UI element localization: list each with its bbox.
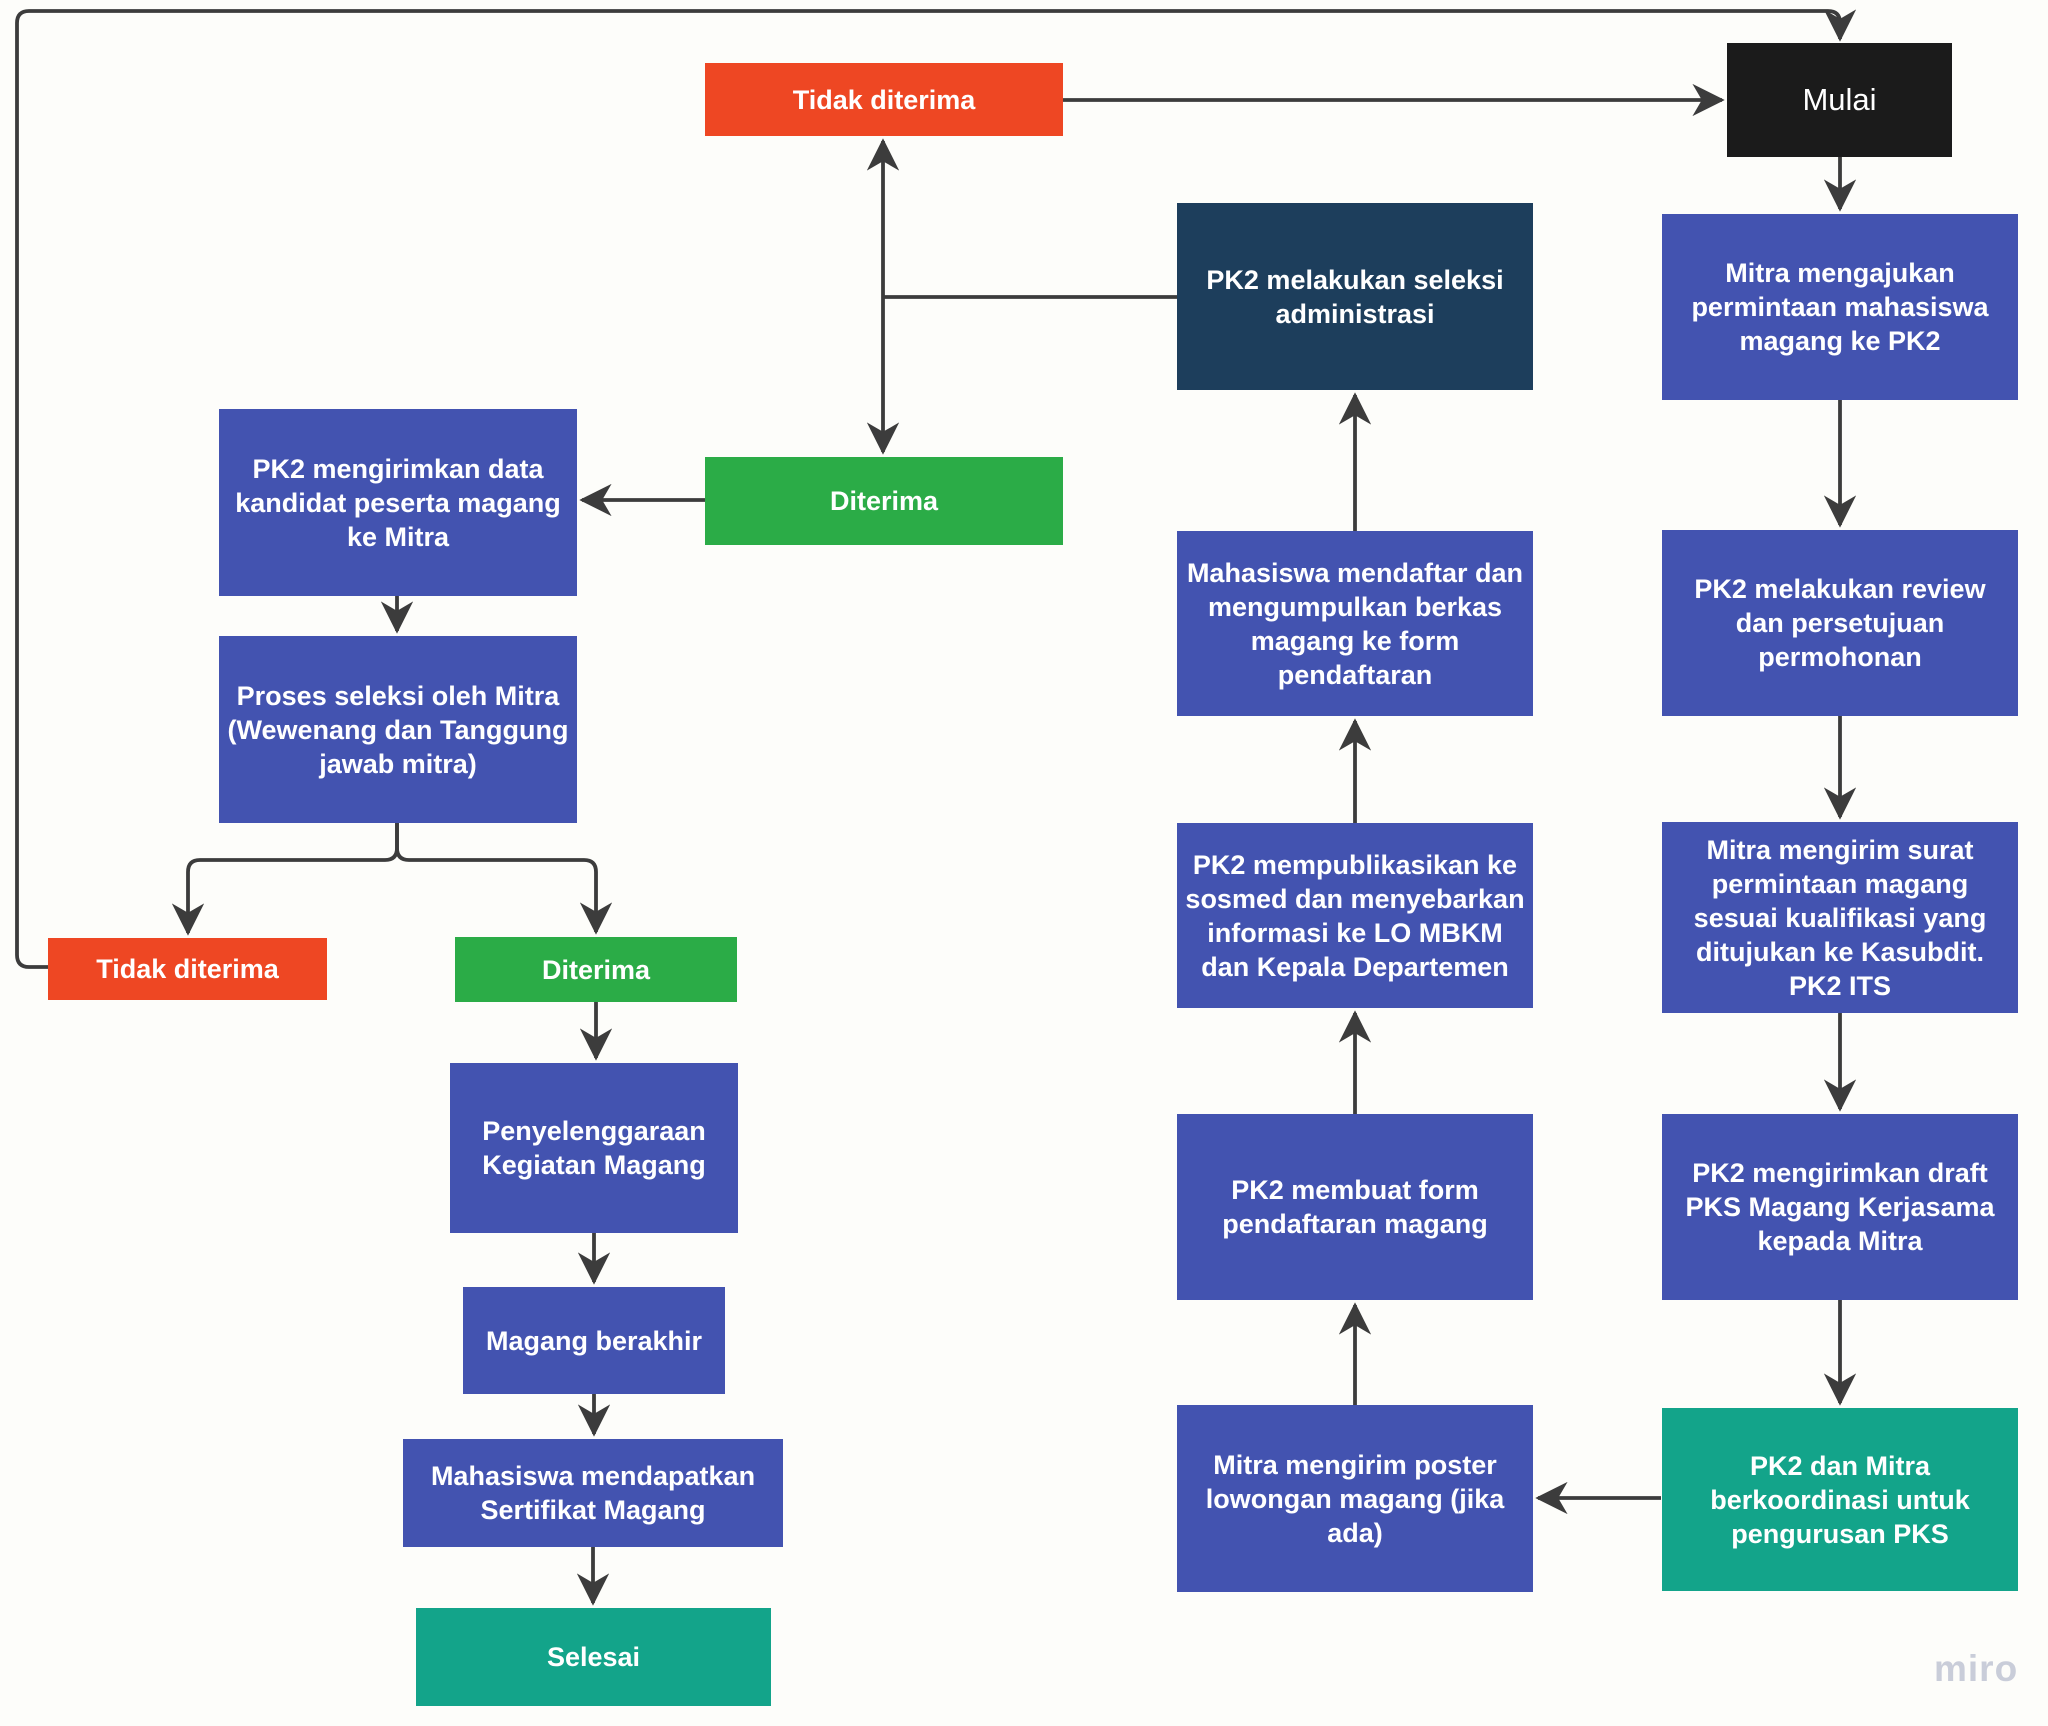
edge-branch-diterima: [395, 823, 613, 935]
node-mahasiswa-mendaftar[interactable]: Mahasiswa mendaftar dan mengumpulkan ber…: [1177, 531, 1533, 716]
node-draft-pks[interactable]: PK2 mengirimkan draft PKS Magang Kerjasa…: [1662, 1114, 2018, 1300]
miro-watermark: miro: [1934, 1648, 2019, 1689]
node-proses-seleksi-mitra[interactable]: Proses seleksi oleh Mitra (Wewenang dan …: [219, 636, 577, 823]
node-review-persetujuan[interactable]: PK2 melakukan review dan persetujuan per…: [1662, 530, 2018, 716]
node-surat-permintaan[interactable]: Mitra mengirim surat permintaan magang s…: [1662, 822, 2018, 1013]
node-poster-lowongan[interactable]: Mitra mengirim poster lowongan magang (j…: [1177, 1405, 1533, 1592]
node-buat-form[interactable]: PK2 membuat form pendaftaran magang: [1177, 1114, 1533, 1300]
node-tidak-diterima-top[interactable]: Tidak diterima: [705, 63, 1063, 136]
node-selesai[interactable]: Selesai: [416, 1608, 771, 1706]
node-diterima-top[interactable]: Diterima: [705, 457, 1063, 545]
node-mulai[interactable]: Mulai: [1727, 43, 1952, 157]
node-tidak-diterima-bottom[interactable]: Tidak diterima: [48, 938, 327, 1000]
node-diterima-bottom[interactable]: Diterima: [455, 937, 737, 1002]
node-seleksi-administrasi[interactable]: PK2 melakukan seleksi administrasi: [1177, 203, 1533, 390]
node-kirim-data-kandidat[interactable]: PK2 mengirimkan data kandidat peserta ma…: [219, 409, 577, 596]
node-koordinasi-pks[interactable]: PK2 dan Mitra berkoordinasi untuk pengur…: [1662, 1408, 2018, 1591]
edge-branch-tidak: [171, 823, 399, 936]
node-mitra-mengajukan-permintaan[interactable]: Mitra mengajukan permintaan mahasiswa ma…: [1662, 214, 2018, 400]
node-publikasi-sosmed[interactable]: PK2 mempublikasikan ke sosmed dan menyeb…: [1177, 823, 1533, 1008]
node-sertifikat-magang[interactable]: Mahasiswa mendapatkan Sertifikat Magang: [403, 1439, 783, 1547]
node-penyelenggaraan-magang[interactable]: Penyelenggaraan Kegiatan Magang: [450, 1063, 738, 1233]
node-magang-berakhir[interactable]: Magang berakhir: [463, 1287, 725, 1394]
